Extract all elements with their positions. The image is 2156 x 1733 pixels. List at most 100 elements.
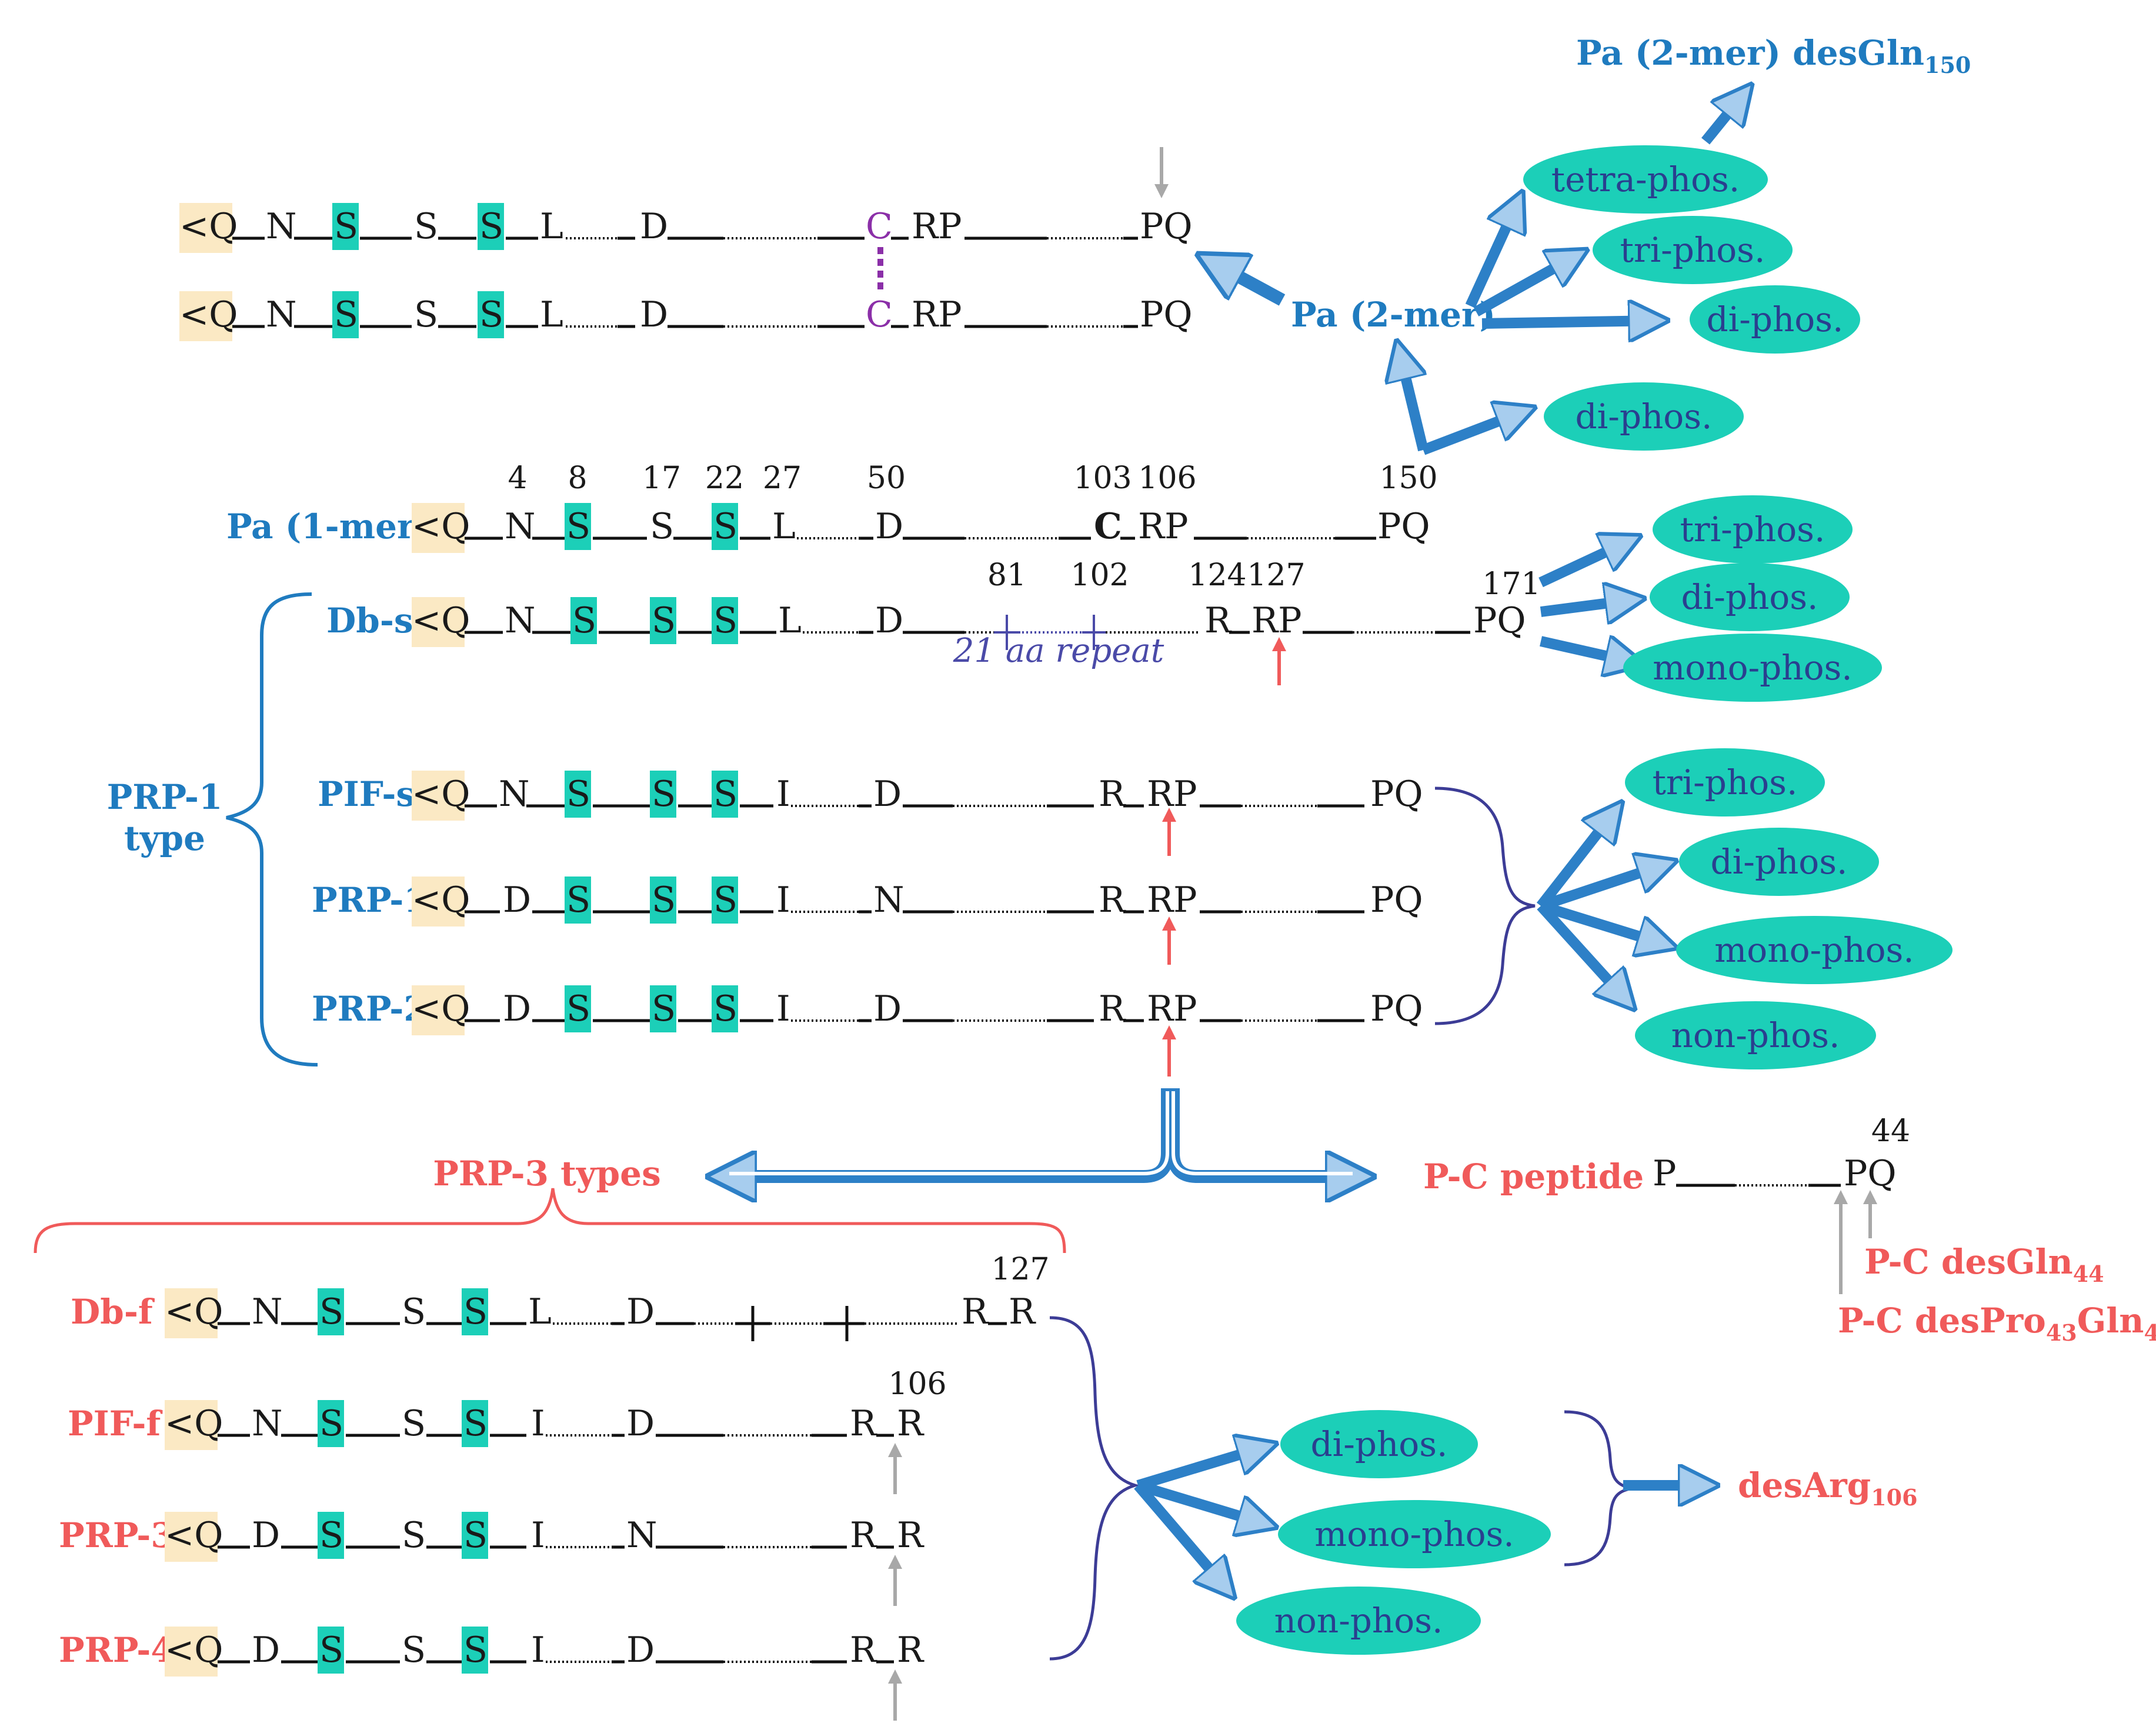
phospho-serine: S (334, 294, 358, 335)
ellipse-non-phos-b: non-phos. (1236, 1587, 1481, 1655)
ellipse-di-phos-d: di-phos. (1679, 828, 1879, 896)
numbering-row-2: 81 102 124 127 171 (987, 558, 1541, 602)
phospho-serine: S (319, 1403, 343, 1444)
residue-n: N (499, 774, 530, 815)
residue-d: D (873, 988, 902, 1029)
residue-r: R (962, 1291, 989, 1332)
residue-n: N (873, 879, 905, 921)
pyroglu-residue: <Q (165, 1629, 223, 1671)
pa2mer-chain-1: <Q N S S S L D C RP PQ (179, 203, 1193, 253)
residue-r: R (850, 1403, 877, 1444)
pifs-chain: <Q N S S S I D R RP PQ (412, 771, 1423, 821)
svg-text:mono-phos.: mono-phos. (1653, 648, 1852, 688)
residue-d: D (873, 774, 902, 815)
residue-l: L (540, 206, 563, 247)
phospho-serine: S (463, 1291, 488, 1332)
arrow-to-tri-b (1538, 541, 1629, 588)
pq-residues: PQ (1140, 206, 1193, 247)
residue-d: D (875, 506, 903, 547)
label-pc-desgln44: P-C desGln44 (1864, 1242, 2104, 1287)
pyroglu-residue: <Q (165, 1403, 223, 1444)
prp4-chain: <Q D S S S I D R R (165, 1627, 925, 1677)
residue-i: I (776, 988, 790, 1029)
phospho-serine: S (713, 774, 737, 815)
label-pc-peptide: P-C peptide (1423, 1157, 1644, 1197)
rp-residues: RP (912, 206, 962, 247)
number-127: 127 (991, 1252, 1049, 1287)
pq-residues: PQ (1370, 988, 1423, 1029)
residue-n: N (505, 506, 536, 547)
phospho-serine: S (652, 774, 676, 815)
ellipse-tri-phos-a: tri-phos. (1593, 216, 1793, 284)
ellipse-mono-phos-a: mono-phos. (1623, 634, 1882, 702)
pa2mer-chain-2: <Q N S S S L D C RP PQ (179, 291, 1193, 341)
phospho-serine: S (479, 206, 503, 247)
prp1-chain: <Q D S S S I N R RP PQ (412, 877, 1423, 927)
arrow-to-mono-a (1540, 641, 1632, 662)
svg-text:106: 106 (1138, 461, 1196, 496)
phospho-serine: S (713, 879, 737, 921)
ellipse-tetra-phos: tetra-phos. (1523, 145, 1768, 214)
svg-text:103: 103 (1073, 461, 1132, 496)
ellipse-tri-phos-b: tri-phos. (1653, 495, 1853, 564)
label-pa-2mer: Pa (2-mer) (1291, 295, 1496, 335)
phospho-serine: S (652, 988, 676, 1029)
svg-text:non-phos.: non-phos. (1274, 1601, 1443, 1641)
pyroglu-residue: <Q (412, 774, 470, 815)
residue-r: R (1009, 1291, 1036, 1332)
residue-d: D (503, 879, 531, 921)
residue-i: I (531, 1629, 545, 1671)
svg-text:mono-phos.: mono-phos. (1714, 930, 1914, 970)
phospho-serine: S (319, 1629, 343, 1671)
svg-text:102: 102 (1070, 558, 1129, 593)
svg-text:di-phos.: di-phos. (1707, 299, 1844, 339)
label-desarg106: desArg106 (1738, 1465, 1918, 1511)
residue-l: L (540, 294, 563, 335)
arrow-to-non-b (1134, 1482, 1226, 1588)
ellipse-di-phos-a: di-phos. (1690, 285, 1860, 354)
arrow-to-mono-c (1136, 1480, 1264, 1524)
label-pa2mer-desgln150: Pa (2-mer) desGln150 (1576, 33, 1971, 78)
residue-d: D (252, 1515, 280, 1556)
residue-r: R (897, 1629, 925, 1671)
pyroglu-residue: <Q (412, 600, 470, 641)
label-prp3-types: PRP-3 types (433, 1154, 660, 1194)
desarg-brace (1564, 1410, 1633, 1567)
phospho-serine: S (713, 988, 737, 1029)
phospho-serine: S (566, 506, 590, 547)
residue-i: I (776, 774, 790, 815)
pq-residues: PQ (1473, 600, 1526, 641)
phospho-serine: S (566, 988, 590, 1029)
svg-text:tetra-phos.: tetra-phos. (1551, 159, 1740, 199)
residue-s: S (402, 1629, 426, 1671)
arrow-to-tri-a (1473, 256, 1576, 316)
label-pif-s: PIF-s (318, 774, 415, 814)
residue-d: D (640, 206, 668, 247)
numbering-row-1: 4 8 17 22 27 50 103 106 150 (508, 461, 1437, 496)
pq-residues: PQ (1140, 294, 1193, 335)
pyroglu-residue: <Q (412, 879, 470, 921)
phospho-serine: S (463, 1515, 488, 1556)
ellipse-mono-phos-c: mono-phos. (1278, 1500, 1551, 1568)
phospho-serine: S (652, 879, 676, 921)
svg-text:127: 127 (1247, 558, 1305, 593)
pyroglu-residue: <Q (165, 1291, 223, 1332)
cysteine-residue: C (866, 206, 893, 247)
arrow-to-tri-c (1536, 812, 1614, 909)
label-prp1-type-1: PRP-1 (107, 777, 223, 817)
svg-text:tri-phos.: tri-phos. (1620, 230, 1765, 270)
svg-text:8: 8 (568, 461, 587, 496)
residue-r: R (850, 1629, 877, 1671)
residue-n: N (266, 294, 297, 335)
prp1-family-brace (1434, 786, 1536, 1025)
phospho-serine: S (652, 600, 676, 641)
pc-peptide-chain: P PQ (1653, 1153, 1897, 1194)
arrow-to-di-e (1136, 1447, 1264, 1491)
pyroglu-residue: <Q (179, 294, 238, 335)
svg-text:150: 150 (1379, 461, 1437, 496)
svg-text:tri-phos.: tri-phos. (1653, 762, 1798, 802)
arrow-to-non-a (1537, 902, 1626, 1000)
residue-s: S (402, 1291, 426, 1332)
number-106: 106 (888, 1367, 946, 1402)
prp2-chain: <Q D S S S I D R RP PQ (412, 985, 1423, 1035)
